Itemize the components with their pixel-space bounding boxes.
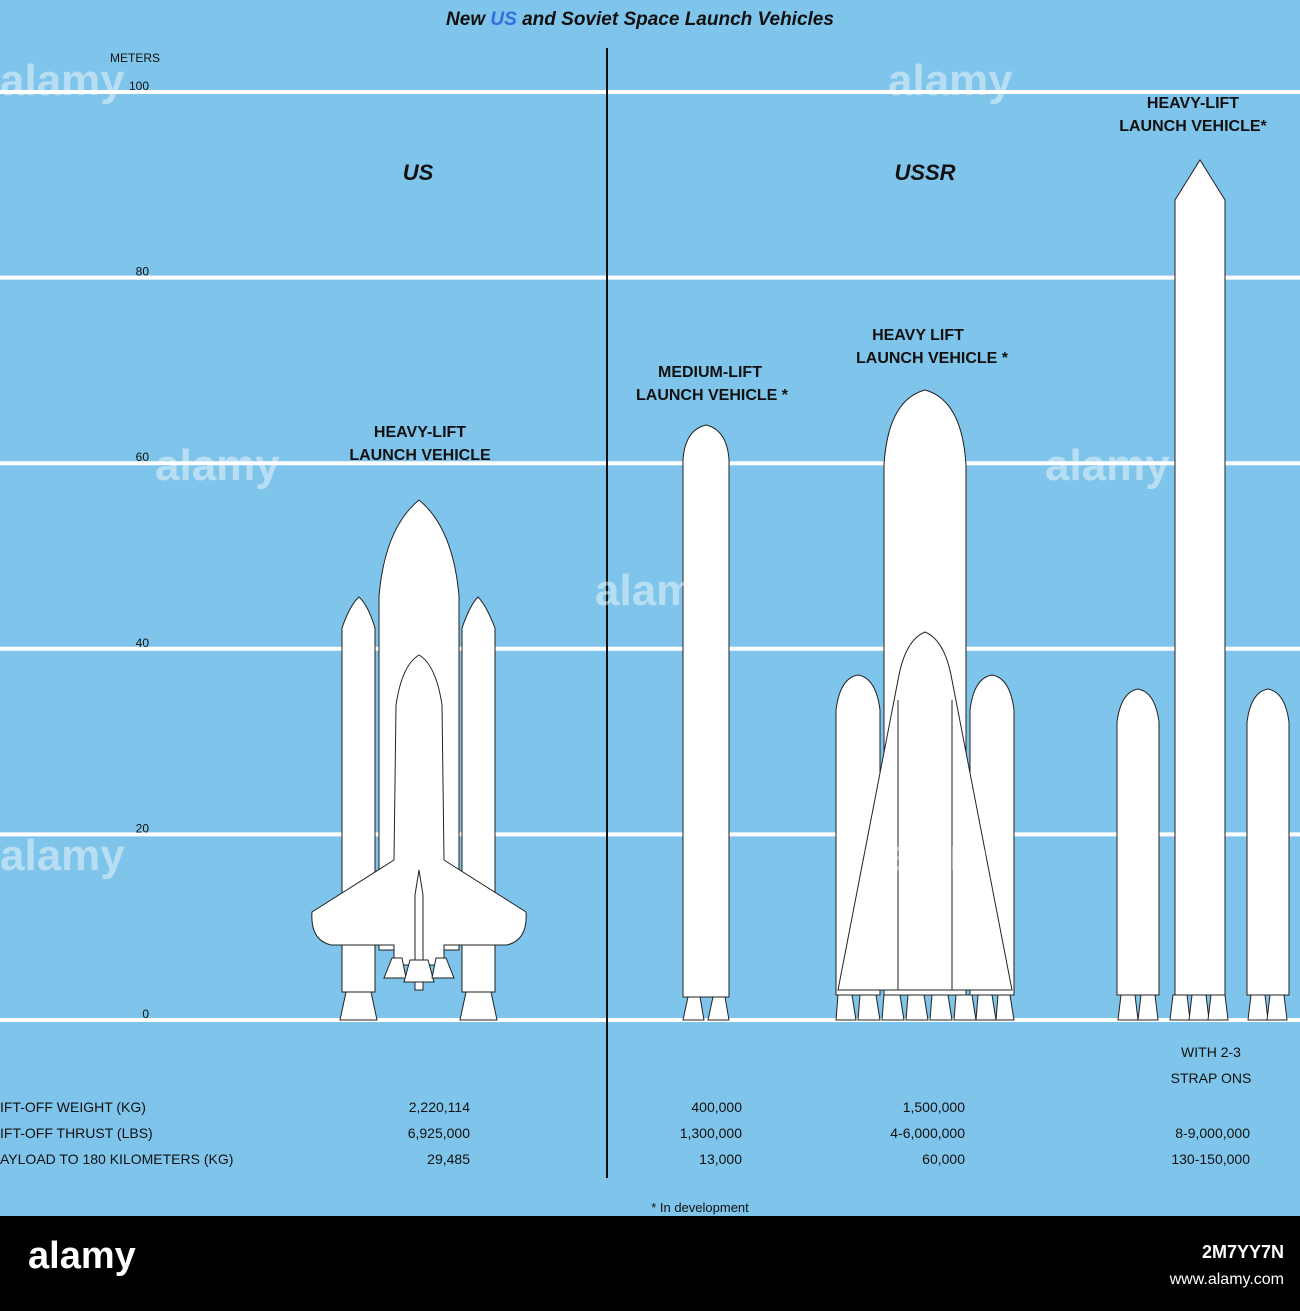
y-tick-label: 40 bbox=[136, 636, 150, 650]
chart-background bbox=[0, 0, 1300, 1216]
cell: 130-150,000 bbox=[1171, 1151, 1250, 1167]
watermark-layer: alamy alamy alamy alamy alamy alamy alam… bbox=[0, 56, 1170, 880]
super-nozzle-6 bbox=[1247, 994, 1269, 1021]
nozzle-d bbox=[905, 994, 929, 1021]
cell: 6,925,000 bbox=[408, 1125, 470, 1141]
nozzle-g bbox=[975, 994, 997, 1021]
srb-nozzle-left bbox=[339, 991, 378, 1021]
orbiter bbox=[311, 654, 527, 966]
vehicle-ussr-super-heavy bbox=[1116, 159, 1290, 1021]
cell: 13,000 bbox=[699, 1151, 742, 1167]
footnote: * In development bbox=[651, 1200, 749, 1215]
row-label-thrust: IFT-OFF THRUST (LBS) bbox=[0, 1125, 153, 1141]
watermark-text: alamy bbox=[0, 831, 125, 880]
vehicle-us-shuttle bbox=[311, 499, 527, 1021]
y-tick-label: 20 bbox=[136, 821, 150, 835]
cell: 2,220,114 bbox=[409, 1099, 470, 1115]
cell: 29,485 bbox=[427, 1151, 470, 1167]
super-nozzle-4 bbox=[1188, 994, 1210, 1021]
strap-on-1 bbox=[1116, 688, 1160, 996]
nozzle-h bbox=[995, 994, 1015, 1021]
cell: 400,000 bbox=[691, 1099, 742, 1115]
vehicle-ussr-medium bbox=[682, 424, 730, 1021]
watermark-text: alamy bbox=[888, 831, 1013, 880]
super-nozzle-2 bbox=[1137, 994, 1159, 1021]
row-label-weight: IFT-OFF WEIGHT (KG) bbox=[0, 1099, 146, 1115]
super-nozzle-1 bbox=[1117, 994, 1139, 1021]
watermark-text: alamy bbox=[0, 56, 125, 105]
nozzle-f bbox=[953, 994, 977, 1021]
super-nozzle-7 bbox=[1266, 994, 1288, 1021]
gridlines bbox=[0, 90, 1300, 1022]
cell: 60,000 bbox=[922, 1151, 965, 1167]
section-heading-ussr: USSR bbox=[894, 160, 955, 185]
nozzle-a bbox=[835, 994, 857, 1021]
super-nozzle-5 bbox=[1207, 994, 1229, 1021]
title-us-word: US bbox=[490, 9, 517, 30]
y-tick-label: 80 bbox=[136, 265, 150, 279]
watermark-text: alamy bbox=[1045, 441, 1170, 490]
cell: 1,300,000 bbox=[680, 1125, 742, 1141]
table-row: AYLOAD TO 180 KILOMETERS (KG) 29,485 13,… bbox=[0, 1151, 1250, 1167]
table-row: IFT-OFF THRUST (LBS) 6,925,000 1,300,000… bbox=[0, 1125, 1250, 1141]
watermark-band-logo: alamy bbox=[28, 1235, 136, 1277]
strap-on-3 bbox=[1246, 688, 1290, 996]
nozzle-e bbox=[929, 994, 953, 1021]
chart-title: New US and Soviet Space Launch Vehicles bbox=[446, 9, 834, 30]
main-engine-2 bbox=[403, 959, 435, 983]
watermark-image-id: 2M7YY7N bbox=[1202, 1242, 1284, 1262]
main-engine-3 bbox=[431, 957, 455, 979]
y-tick-label: 100 bbox=[129, 79, 149, 93]
data-table: IFT-OFF WEIGHT (KG) 2,220,114 400,000 1,… bbox=[0, 1099, 1250, 1167]
cell: 8-9,000,000 bbox=[1175, 1125, 1250, 1141]
cell: 1,500,000 bbox=[903, 1099, 965, 1115]
nozzle-c bbox=[881, 994, 905, 1021]
medium-nozzle-2 bbox=[707, 996, 730, 1021]
table-row: IFT-OFF WEIGHT (KG) 2,220,114 400,000 1,… bbox=[0, 1099, 965, 1115]
watermark-site: www.alamy.com bbox=[1169, 1271, 1284, 1288]
section-heading-us: US bbox=[403, 160, 434, 185]
y-tick-label: 60 bbox=[136, 450, 150, 464]
srb-nozzle-right bbox=[459, 991, 498, 1021]
medium-nozzle-1 bbox=[682, 996, 705, 1021]
medium-body bbox=[682, 424, 730, 998]
row-label-payload: AYLOAD TO 180 KILOMETERS (KG) bbox=[0, 1151, 233, 1167]
super-core bbox=[1174, 159, 1226, 996]
watermark-text: alamy bbox=[888, 56, 1013, 105]
soviet-orbiter bbox=[837, 631, 1013, 991]
y-tick-label: 0 bbox=[142, 1007, 149, 1021]
watermark-text: alamy bbox=[155, 441, 280, 490]
watermark-text: alamy bbox=[595, 566, 720, 615]
super-nozzle-3 bbox=[1169, 994, 1191, 1021]
nozzle-b bbox=[857, 994, 881, 1021]
cell: 4-6,000,000 bbox=[890, 1125, 965, 1141]
y-tick-labels: 0 20 40 60 80 100 bbox=[129, 79, 149, 1021]
y-axis-label: METERS bbox=[110, 51, 160, 65]
vehicle-ussr-heavy-orbiter bbox=[835, 389, 1015, 1021]
watermark-band bbox=[0, 1216, 1300, 1306]
